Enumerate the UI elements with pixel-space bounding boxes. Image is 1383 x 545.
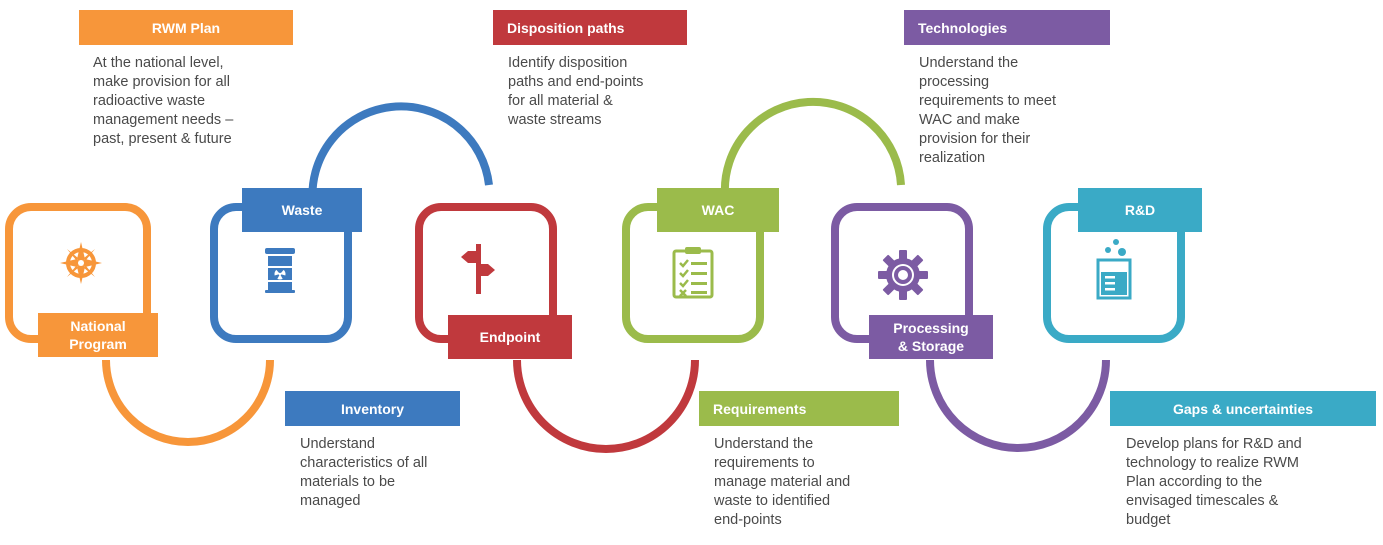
note-header-requirements: Requirements bbox=[699, 391, 899, 426]
stage-label-endpoint: Endpoint bbox=[448, 315, 572, 359]
note-text-disposition-paths: Identify disposition paths and end-point… bbox=[508, 55, 644, 128]
stage-label-rnd: R&D bbox=[1078, 188, 1202, 232]
note-header-rwm-plan: RWM Plan bbox=[79, 10, 293, 45]
note-text-rwm-plan: At the national level, make provision fo… bbox=[93, 55, 234, 147]
beaker-icon bbox=[1096, 239, 1132, 300]
note-text-gaps-uncertainties: Develop plans for R&D and technology to … bbox=[1126, 436, 1302, 528]
stage-label-waste: Waste bbox=[242, 188, 362, 232]
gear-icon bbox=[878, 250, 928, 300]
radioactive-barrel-icon bbox=[265, 248, 295, 293]
signpost-icon bbox=[461, 244, 495, 294]
stage-label-national-program: National Program bbox=[38, 313, 158, 357]
note-header-disposition-paths: Disposition paths bbox=[493, 10, 687, 45]
arc-national-to-waste bbox=[102, 359, 274, 446]
arc-wac-to-processing bbox=[720, 97, 905, 196]
stage-label-processing: Processing & Storage bbox=[869, 315, 993, 359]
note-header-technologies: Technologies bbox=[904, 10, 1110, 45]
stage-label-wac: WAC bbox=[657, 188, 779, 232]
checklist-clipboard-icon bbox=[672, 247, 714, 299]
note-text-inventory: Understand characteristics of all materi… bbox=[300, 436, 428, 509]
arc-waste-to-endpoint bbox=[308, 102, 493, 206]
arc-endpoint-to-wac bbox=[513, 359, 699, 453]
note-text-technologies: Understand the processing requirements t… bbox=[919, 55, 1057, 166]
note-header-gaps-uncertainties: Gaps & uncertainties bbox=[1110, 391, 1376, 426]
compass-icon bbox=[60, 242, 102, 284]
arc-processing-to-rnd bbox=[926, 359, 1110, 452]
note-header-inventory: Inventory bbox=[285, 391, 460, 426]
note-text-requirements: Understand the requirements to manage ma… bbox=[714, 436, 851, 528]
